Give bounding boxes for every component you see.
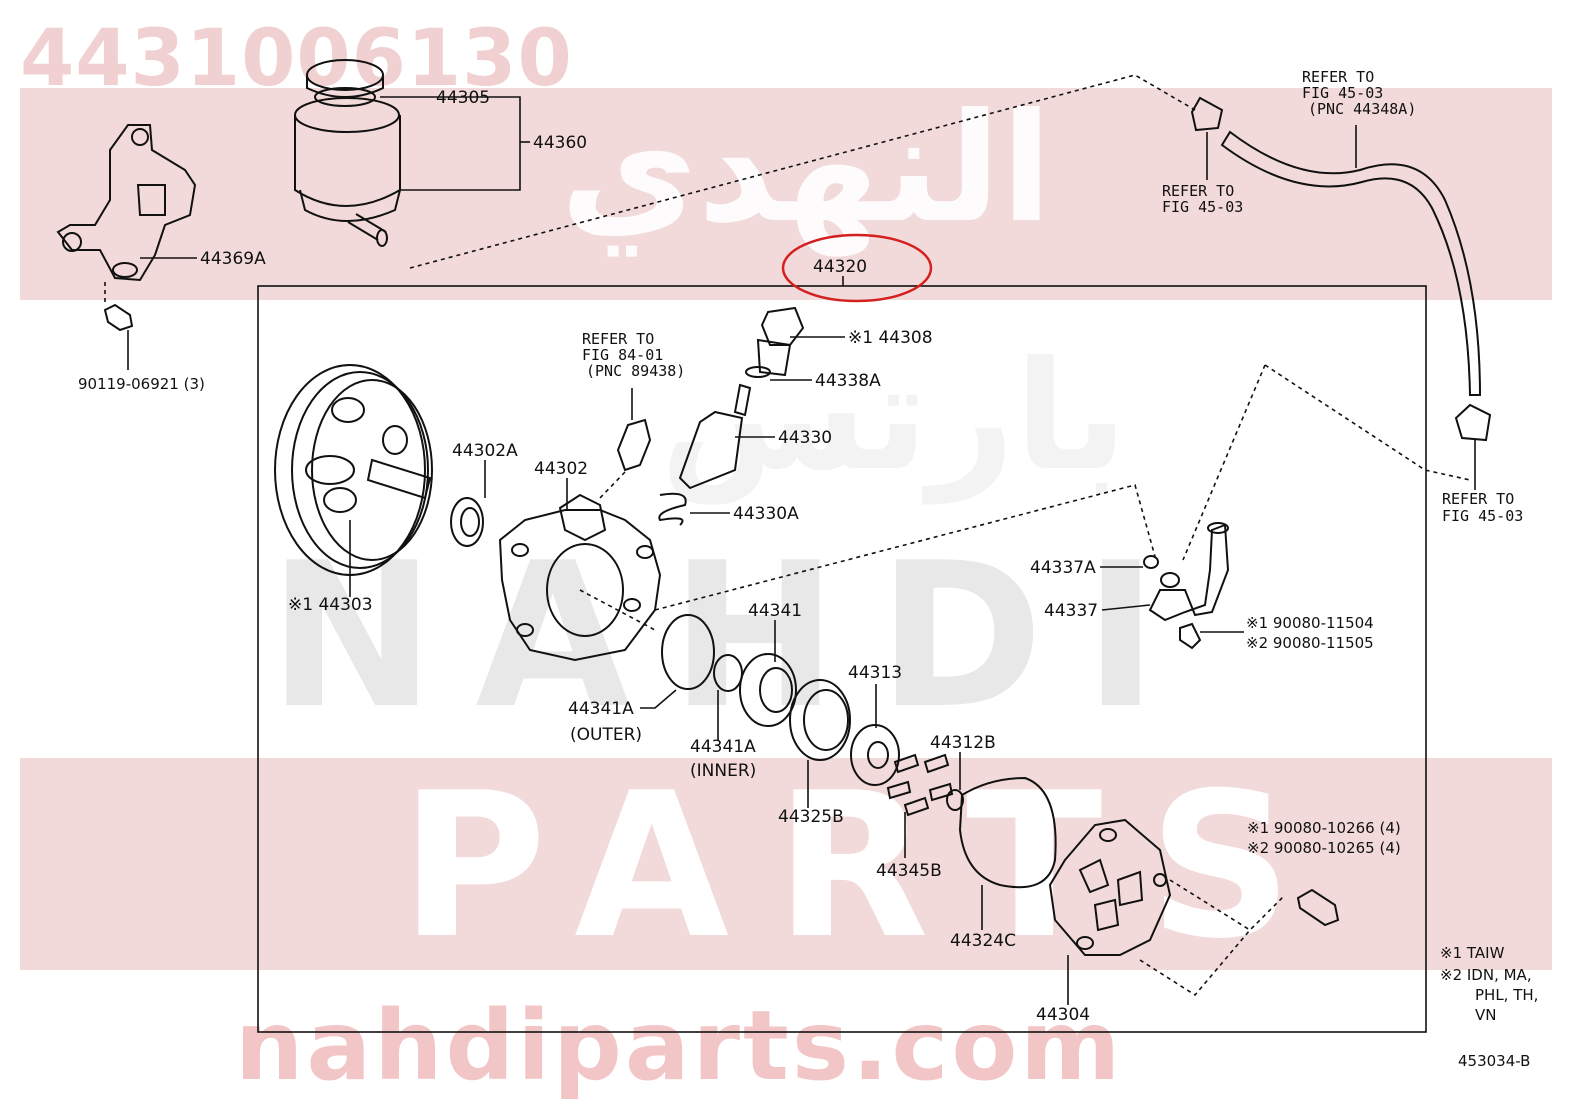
cam-ring-44325B — [789, 679, 851, 761]
label-44304: 44304 — [1036, 1005, 1090, 1025]
flow-valve-44330 — [678, 383, 752, 490]
pipe-dashed-mid — [654, 484, 1157, 611]
label-44338A: 44338A — [815, 371, 881, 391]
label-44302: 44302 — [534, 459, 588, 479]
label-44341: 44341 — [748, 601, 802, 621]
label-bolt-11504: ※1 90080-11504 — [1246, 614, 1374, 632]
o-ring-outer-44341A — [661, 614, 715, 690]
note-1: ※1 TAIW — [1440, 944, 1505, 962]
label-44325B: 44325B — [778, 807, 844, 827]
label-44345B: 44345B — [876, 861, 942, 881]
note-2: ※2 IDN, MA, — [1440, 966, 1532, 984]
note-4: VN — [1475, 1006, 1496, 1024]
label-44337A: 44337A — [1030, 558, 1096, 578]
snap-ring-44312B — [946, 789, 964, 811]
label-44312B: 44312B — [930, 733, 996, 753]
bolt-90080-11504 — [1179, 622, 1202, 650]
label-44341A-outer: 44341A — [568, 699, 634, 719]
refer-3-line1: REFER TO — [1442, 490, 1514, 508]
watermark-url: nahdiparts.com — [235, 990, 1124, 1102]
label-44305: 44305 — [436, 88, 490, 108]
label-bolt-10265: ※2 90080-10265 (4) — [1247, 839, 1401, 857]
label-44303: ※1 44303 — [288, 595, 373, 615]
union-44337 — [1148, 522, 1230, 622]
label-inner: (INNER) — [690, 761, 756, 781]
o-ring-44338A — [745, 366, 771, 378]
bolt-90080-10266 — [1296, 888, 1340, 927]
spring-44330A — [658, 492, 687, 526]
valve-plug-44308 — [756, 306, 805, 377]
label-44337: 44337 — [1044, 601, 1098, 621]
label-44308: ※1 44308 — [848, 328, 933, 348]
watermark-band-top — [20, 88, 1552, 300]
label-bolt-11505: ※2 90080-11505 — [1246, 634, 1374, 652]
refer-1-line1: REFER TO — [1302, 68, 1374, 86]
seal-44341 — [739, 653, 797, 727]
pipe-dashed-top — [409, 74, 1196, 269]
label-44341A-inner: 44341A — [690, 737, 756, 757]
label-44320: 44320 — [813, 257, 867, 277]
figure-code: 453034-B — [1458, 1052, 1530, 1070]
watermark-band-bottom — [20, 758, 1552, 970]
refer-3-line2: FIG 45-03 — [1442, 507, 1523, 525]
label-44360: 44360 — [533, 133, 587, 153]
label-90119: 90119-06921 (3) — [78, 375, 205, 393]
rotor-44313 — [850, 724, 900, 786]
end-cover-44304 — [1048, 818, 1172, 956]
bearing-44302A — [450, 497, 484, 547]
pressure-switch-89438 — [616, 418, 652, 472]
bolt-90119 — [103, 303, 134, 332]
refer-2-line2: FIG 45-03 — [1162, 198, 1243, 216]
part-number-watermark: 4431006130 — [20, 14, 573, 104]
refer-1-line3: (PNC 44348A) — [1308, 100, 1416, 118]
pipe-dashed-right — [1264, 364, 1471, 481]
label-bolt-10266: ※1 90080-10266 (4) — [1247, 819, 1401, 837]
label-44369A: 44369A — [200, 249, 266, 269]
refer-4-line2: FIG 84-01 — [582, 346, 663, 364]
label-44302A: 44302A — [452, 441, 518, 461]
label-44324C: 44324C — [950, 931, 1016, 951]
refer-4-line1: REFER TO — [582, 330, 654, 348]
o-ring-inner-44341A — [713, 654, 743, 692]
assembly-frame — [257, 285, 1427, 1033]
hose-44348A — [1190, 96, 1492, 442]
label-outer: (OUTER) — [570, 725, 642, 745]
refer-4-line3: (PNC 89438) — [586, 362, 685, 380]
watermark-nahdi: NAHDI — [268, 520, 1198, 753]
label-44313: 44313 — [848, 663, 902, 683]
label-44330: 44330 — [778, 428, 832, 448]
vanes-44345B — [886, 753, 954, 817]
watermark-arabic-top: النهدي — [560, 82, 1053, 256]
note-3: PHL, TH, — [1475, 986, 1538, 1004]
label-44330A: 44330A — [733, 504, 799, 524]
housing-44302 — [498, 493, 662, 662]
o-ring-44337A — [1143, 555, 1159, 569]
refer-2-line1: REFER TO — [1162, 182, 1234, 200]
highlight-ellipse — [781, 233, 933, 303]
pulley-44303 — [274, 364, 433, 576]
bracket-44369A — [56, 124, 197, 282]
reservoir-44360 — [294, 59, 401, 247]
gasket-44324C — [958, 776, 1057, 889]
refer-1-line2: FIG 45-03 — [1302, 84, 1383, 102]
